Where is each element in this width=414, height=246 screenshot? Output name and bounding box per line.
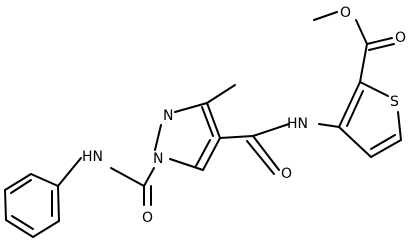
bond-pyrazole-n2-n1 (154, 124, 162, 151)
bond-ester-o-carbonyl (355, 19, 368, 45)
bond-pyrazole-c4-c3-inner (201, 106, 214, 137)
bond-thiophene-c5-c4 (370, 139, 402, 158)
amide-nh-right-label: HN (287, 116, 308, 132)
bond-ester-carbonyl-thiophene (359, 43, 368, 83)
bond-thiophene-s-c5 (397, 111, 402, 141)
bond-pyrazole-n1-c5 (169, 158, 204, 171)
bond-thiophene-nh (318, 123, 340, 128)
amide-oxygen-right-label: O (281, 166, 292, 182)
thiophene-sulfur-label: S (390, 94, 399, 110)
bond-carbamoyl-nh-left (110, 167, 145, 187)
pyrazole-n1-label: N (153, 151, 163, 167)
bond-pyrazole-c3-methyl (206, 84, 236, 104)
bond-nh-phenyl (57, 157, 82, 187)
bond-phenyl-1 (30, 173, 59, 187)
bond-thiophene-c3-c2 (338, 81, 361, 128)
bond-ester-carbonyl-o-double (366, 37, 393, 45)
bond-phenyl-4 (5, 219, 34, 238)
bond-ester-carbonyl-o-double-inner (368, 43, 395, 51)
bond-methyl-ester-o (313, 11, 338, 21)
bond-amide-carbonyl-o-right-inner (246, 140, 275, 175)
bond-phenyl-6 (57, 185, 60, 222)
bond-thiophene-c2-s (359, 81, 389, 97)
bond-pyrazole-c5-c4 (202, 137, 221, 171)
bond-phenyl-3 (4, 189, 7, 221)
bond-pyrazole-c4-c3 (206, 102, 221, 139)
bond-amide-carbonyl-pyrazole (219, 135, 254, 139)
bond-phenyl-2 (4, 173, 32, 191)
bond-pyrazole-n1-carbamoyl (143, 167, 155, 187)
atom-labels: O O S HN N N HN O O (82, 5, 406, 226)
bond-pyrazole-c3-n2 (174, 102, 208, 113)
bond-phenyl-inner-2 (11, 215, 34, 230)
bond-amide-carbonyl-o-right (252, 135, 280, 171)
bond-pyrazole-c5-c4-inner (195, 139, 211, 167)
ester-carbonyl-oxygen-label: O (395, 30, 406, 46)
bond-thiophene-c3-c2-inner (346, 90, 364, 127)
bond-phenyl-5 (32, 220, 60, 238)
bond-thiophene-c4-c3 (338, 126, 372, 158)
carbamoyl-oxygen-label: O (142, 210, 153, 226)
amide-nh-left-label: HN (82, 149, 103, 165)
pyrazole-n2-label: N (163, 108, 173, 124)
bond-thiophene-c5-c4-inner (370, 134, 396, 150)
ester-oxygen-label: O (340, 5, 351, 21)
bond-nh-amide-carbonyl (252, 123, 290, 137)
bond-phenyl-inner-1 (10, 179, 32, 194)
bonds (4, 11, 402, 238)
